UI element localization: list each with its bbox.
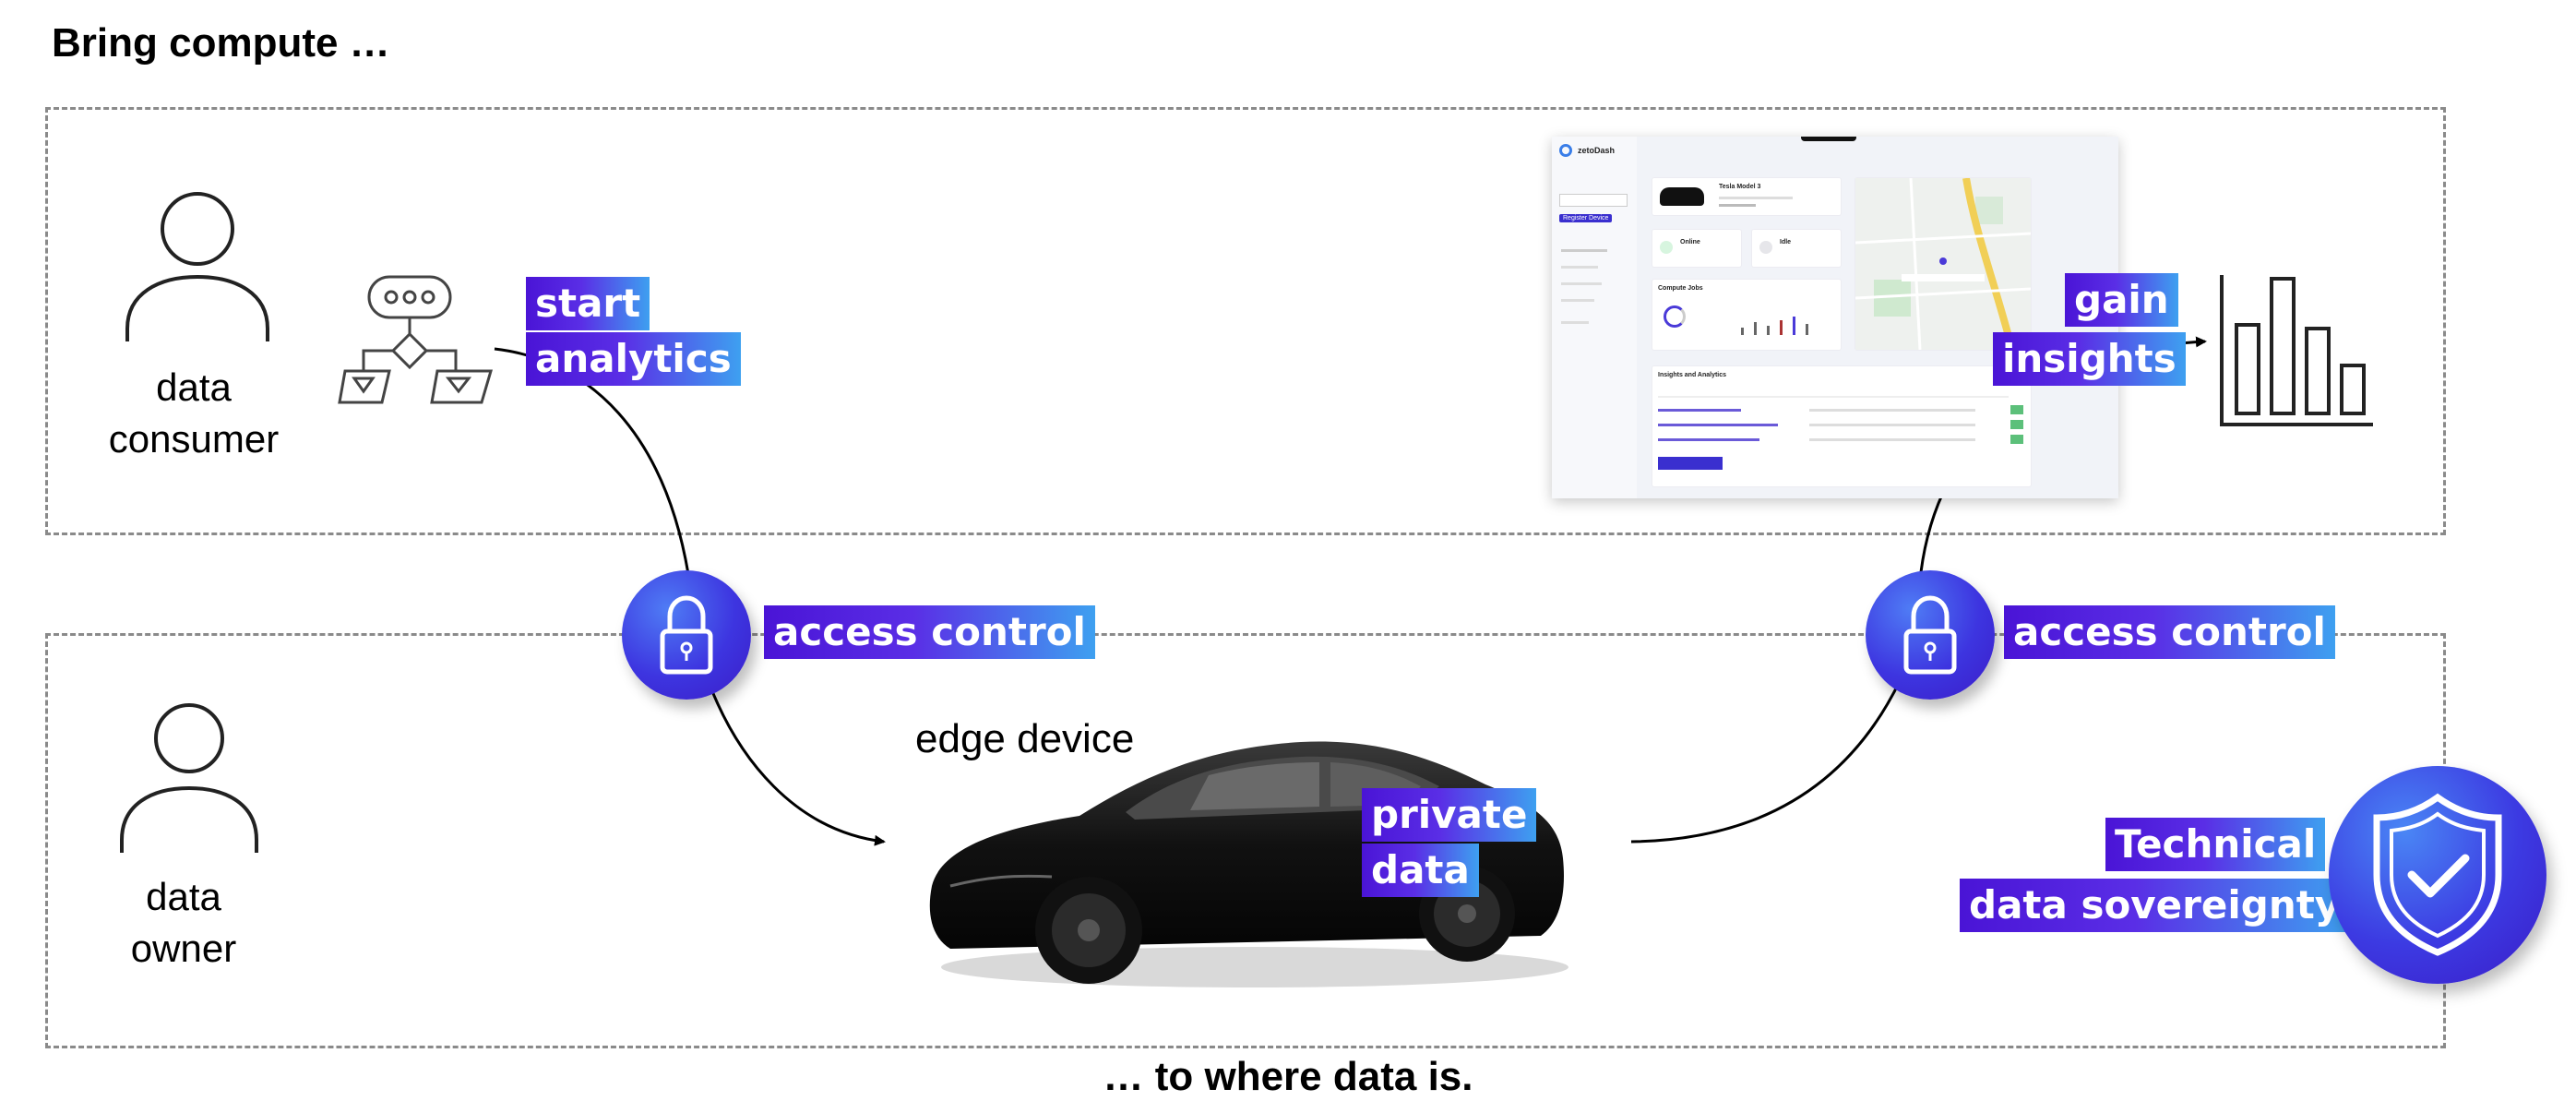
mini-bar (1754, 322, 1757, 335)
nav-line (1561, 299, 1594, 302)
row-action-button[interactable] (2010, 435, 2023, 444)
bar-chart-icon (2220, 275, 2373, 426)
tag-gain: gain (2065, 273, 2178, 327)
car-image (929, 741, 1568, 987)
consumer-label: data consumer (83, 362, 304, 465)
page-caption: … to where data is. (1103, 1054, 1473, 1099)
tag-data-sovereignty: data sovereignty (1960, 879, 2350, 932)
tag-start: start (526, 277, 650, 330)
status-idle: Idle (1780, 239, 1792, 245)
app-name: zetoDash (1578, 146, 1616, 155)
table-row (1809, 438, 1975, 441)
dashboard-sidebar: zetoDash Register Device (1552, 137, 1638, 498)
dashboard-screenshot: zetoDash Register Device Tesla Model 3 O… (1552, 137, 2118, 498)
nav-line (1561, 266, 1598, 269)
lock-icon (1866, 570, 1995, 700)
tag-analytics: analytics (526, 332, 741, 386)
mini-bar (1741, 328, 1744, 335)
status-online-card: Online (1652, 229, 1742, 268)
text-line (1719, 197, 1793, 199)
insights-card: Insights and Analytics (1652, 365, 2032, 487)
tag-access-control-left: access control (764, 605, 1095, 659)
lock-glyph (1903, 595, 1957, 675)
vehicle-card: Tesla Model 3 (1652, 177, 1842, 216)
tag-access-control-right: access control (2004, 605, 2335, 659)
workflow-icon (338, 275, 494, 404)
mini-bar (1767, 326, 1770, 335)
table-row (1658, 438, 1759, 441)
consumer-label-line2: consumer (108, 417, 280, 461)
status-online: Online (1680, 239, 1700, 245)
register-device-button[interactable]: Register Device (1559, 214, 1613, 222)
person-icon (125, 192, 269, 341)
map-card (1854, 177, 2032, 352)
owner-label: data owner (73, 871, 294, 975)
owner-label-line1: data (146, 875, 221, 918)
dashboard-main: Tesla Model 3 Online Idle Compute Jobs (1637, 137, 2118, 498)
person-icon (120, 703, 258, 853)
table-divider (1658, 396, 2009, 398)
tag-data: data (1362, 844, 1479, 897)
row-action-button[interactable] (2010, 405, 2023, 414)
map-image (1854, 177, 2032, 352)
consumer-label-line1: data (156, 365, 232, 409)
text-line (1719, 204, 1756, 207)
online-dot-icon (1660, 241, 1673, 254)
app-logo-icon (1559, 144, 1572, 157)
table-row (1658, 424, 1778, 426)
compute-jobs-card: Compute Jobs (1652, 279, 1842, 351)
page-title: Bring compute … (52, 20, 390, 66)
add-insight-button[interactable] (1658, 457, 1723, 470)
insights-title: Insights and Analytics (1658, 372, 1727, 378)
consumer-zone (45, 107, 2446, 535)
mini-bar (1780, 320, 1783, 335)
status-idle-card: Idle (1751, 229, 1842, 268)
row-action-button[interactable] (2010, 420, 2023, 429)
mini-bar (1793, 317, 1795, 335)
nav-line (1561, 282, 1602, 285)
tag-insights: insights (1993, 332, 2186, 386)
shield-glyph (2373, 793, 2502, 956)
edge-device-label: edge device (915, 716, 1135, 761)
vehicle-name: Tesla Model 3 (1719, 184, 1761, 190)
lock-icon (622, 570, 751, 700)
nav-line (1561, 321, 1589, 324)
nav-line (1561, 249, 1607, 252)
shield-check-icon (2329, 766, 2546, 984)
donut-chart-icon (1664, 305, 1686, 328)
table-row (1658, 409, 1741, 412)
car-thumbnail (1660, 187, 1704, 206)
table-row (1809, 424, 1975, 426)
vehicle-select (1559, 194, 1628, 207)
tag-technical: Technical (2105, 818, 2326, 871)
table-row (1809, 409, 1975, 412)
tag-private: private (1362, 788, 1537, 842)
mini-bar (1806, 324, 1808, 335)
notch (1801, 137, 1856, 141)
compute-jobs-title: Compute Jobs (1658, 285, 1703, 292)
owner-label-line2: owner (130, 927, 237, 970)
idle-dot-icon (1759, 241, 1772, 254)
lock-glyph (660, 595, 713, 675)
